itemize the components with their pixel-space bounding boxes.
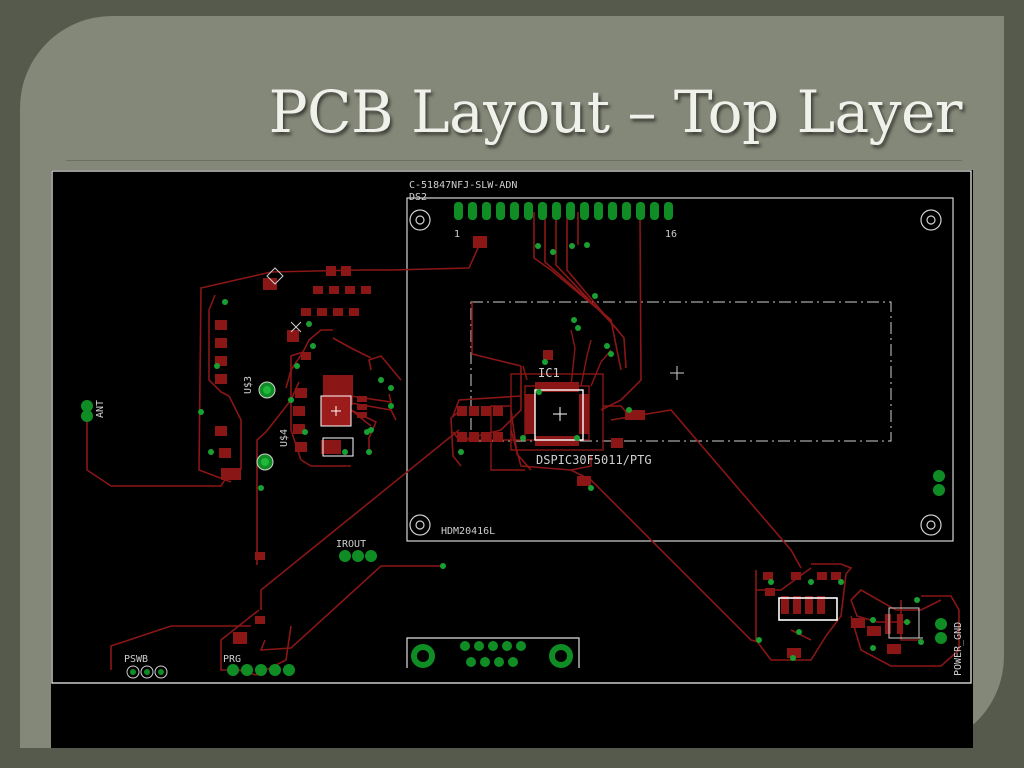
display-center-mark: [670, 366, 684, 380]
through-hole-pads: [81, 381, 947, 679]
display-pin-last: 16: [665, 229, 677, 240]
mcu-center-mark: [553, 407, 567, 421]
silkscreen-labels: C-51847NFJ-SLW-ADN DS2 1 16 HDM20416L IC…: [95, 180, 964, 676]
irout-label: IROUT: [336, 539, 366, 550]
vias: [198, 242, 924, 661]
display-module-outline: [406, 197, 954, 542]
mounting-holes: [409, 209, 942, 536]
driver-ic-outline: [778, 597, 838, 621]
antenna-label: ANT: [95, 400, 106, 418]
mcu-part-number: DSPIC30F5011/PTG: [536, 453, 652, 467]
board-outline: [51, 170, 972, 684]
display-designator: DS2: [409, 192, 427, 203]
display-pin-first: 1: [454, 229, 460, 240]
display-module-label: HDM20416L: [441, 526, 495, 537]
display-viewing-area: [470, 301, 892, 442]
component-silkscreen: [266, 267, 923, 639]
crystal-outline: [322, 437, 354, 457]
power-gnd-label: POWER_GND: [953, 622, 964, 676]
regulator-u4-label: U$4: [279, 429, 290, 447]
display-connector-pins: [454, 202, 673, 220]
pswb-label: PSWB: [124, 654, 148, 665]
mcu-outline: [534, 389, 584, 441]
title-divider: [66, 160, 962, 161]
mcu-fanout-traces: [490, 329, 632, 471]
regulator-u3-label: U$3: [243, 376, 254, 394]
slide-title: PCB Layout – Top Layer: [268, 78, 963, 146]
prg-label: PRG: [223, 654, 241, 665]
rf-chip-mark: [331, 406, 341, 416]
bottom-db-connector: [406, 637, 580, 668]
mcu-designator: IC1: [538, 366, 560, 380]
pcb-top-layer-drawing: C-51847NFJ-SLW-ADN DS2 1 16 HDM20416L IC…: [51, 170, 972, 684]
mcu-pads: [525, 382, 589, 446]
pcb-layout-view: C-51847NFJ-SLW-ADN DS2 1 16 HDM20416L IC…: [51, 170, 973, 748]
smd-components: [215, 236, 903, 658]
copper-traces: [86, 211, 960, 676]
display-part-number: C-51847NFJ-SLW-ADN: [409, 180, 517, 191]
